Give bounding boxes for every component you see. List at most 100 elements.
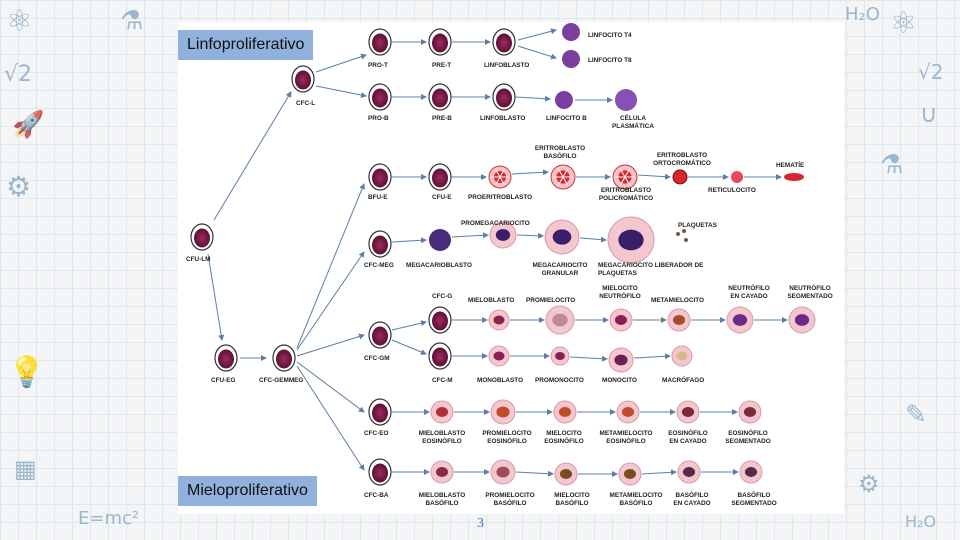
label-eritroblasto-ortocromatico: ERITROBLASTO ORTOCROMÁTICO	[653, 152, 711, 167]
cell-plaquetas	[676, 229, 688, 242]
label-pre-t: PRE-T	[432, 62, 452, 69]
cell-pre-b	[428, 83, 452, 111]
h2o-icon: H₂O	[845, 4, 880, 25]
label-celula-plasmatica: CÉLULA PLASMÁTICA	[612, 115, 654, 130]
mieloproliferativo-tag: Mieloproliferativo	[178, 476, 317, 506]
arrow	[391, 237, 427, 244]
arrow	[637, 173, 671, 180]
arrow	[511, 169, 549, 176]
label-megacariocito-granular: MEGACARIOCITO GRANULAR	[532, 262, 588, 277]
label-cfc-ba: CFC-BA	[364, 492, 389, 499]
label-cfc-g: CFC-G	[432, 293, 453, 300]
cell-pre-t	[428, 28, 452, 56]
label-mielocito-ba: MIELOCITO BASÓFILO	[554, 492, 590, 507]
cell-hematie	[784, 173, 804, 181]
cell-mieloblasto-ba	[430, 460, 454, 484]
label-promielocito-eo: PROMIELOCITO EOSINÓFILO	[482, 430, 532, 445]
arrow	[296, 333, 365, 357]
pencil-icon: ✎	[905, 400, 927, 430]
arrow	[296, 251, 365, 351]
cell-promielocito-ba	[490, 459, 516, 485]
label-cfc-gm: CFC-GM	[364, 355, 390, 362]
label-mieloblasto-eo: MIELOBLASTO EOSINÓFILO	[418, 430, 466, 445]
cell-metamielocito-eo	[616, 400, 640, 424]
flask-icon: ⚗	[120, 6, 144, 36]
label-mieloblasto-ba: MIELOBLASTO BASÓFILO	[418, 492, 466, 507]
formula-icon: E=mc²	[78, 508, 140, 529]
label-basofilo-cayado: BASÓFILO EN CAYADO	[673, 492, 711, 507]
label-cfc-eo: CFC-EO	[364, 430, 389, 437]
arrow	[641, 469, 677, 476]
label-cfc-m: CFC-M	[432, 377, 453, 384]
arrow	[213, 91, 292, 221]
gear-icon: ⚙	[6, 170, 32, 203]
cell-cfu-eg	[214, 344, 238, 372]
rocket-icon: 🚀	[12, 110, 45, 140]
cell-pro-t	[368, 28, 392, 56]
label-monocito: MONOCITO	[602, 377, 638, 384]
label-metamielocito: METAMIELOCITO	[651, 297, 705, 304]
cell-eritroblasto-policromatico	[612, 164, 638, 190]
label-cfc-meg: CFC-MEG	[364, 262, 394, 269]
cell-cfc-l	[291, 65, 315, 93]
cell-basofilo-segmentado	[739, 460, 763, 484]
label-cfu-eg: CFU-EG	[211, 377, 236, 384]
label-plaquetas: PLAQUETAS	[678, 222, 717, 229]
cell-eritroblasto-basofilo	[550, 164, 576, 190]
cell-megacarioblasto	[429, 229, 451, 251]
label-reticulocito: RETICULOCITO	[708, 187, 756, 194]
label-megacarioblasto: MEGACARIOBLASTO	[406, 262, 472, 269]
cell-eritroblasto-ortocromatico	[672, 169, 688, 185]
cell-reticulocito	[731, 171, 743, 183]
label-basofilo-segmentado: BASÓFILO SEGMENTADO	[731, 492, 777, 507]
cell-cfu-lm	[190, 223, 214, 251]
label-linfocito-t4: LINFOCITO T4	[588, 32, 632, 39]
magnet-icon: ∪	[920, 100, 938, 128]
label-proeritroblasto: PROERITROBLASTO	[468, 194, 533, 201]
label-neutrofilo-cayado: NEUTRÓFILO EN CAYADO	[728, 285, 770, 300]
cell-mieloblasto-eo	[430, 400, 454, 424]
label-macrofago: MACRÓFAGO	[662, 377, 705, 384]
label-metamielocito-eo: METAMIELOCITO EOSINÓFILO	[599, 430, 653, 445]
arrow	[515, 95, 551, 102]
diagram-graphics	[190, 23, 816, 486]
atom-icon: ⚛	[890, 6, 917, 41]
cell-promonocito	[550, 346, 570, 366]
arrow	[451, 232, 489, 239]
label-eritroblasto-policromatico: ERITROBLASTO POLICROMÁTICO	[598, 187, 654, 202]
cell-cfc-gemmeg	[272, 344, 296, 372]
label-pro-b: PRO-B	[368, 115, 389, 122]
lightbulb-icon: 💡	[8, 355, 46, 390]
cell-metamielocito	[667, 308, 691, 332]
cell-metamielocito-ba	[618, 462, 642, 486]
arrow	[315, 85, 367, 98]
cell-cfu-e	[428, 163, 452, 191]
cell-promielocito	[545, 305, 575, 335]
cell-mielocito-ba	[554, 462, 578, 486]
cell-linfoblasto-b	[492, 83, 516, 111]
arrow	[515, 470, 554, 477]
cell-linfocito-t4	[562, 23, 580, 41]
cell-mieloblasto	[488, 309, 510, 331]
arrow	[516, 232, 544, 239]
cell-linfocito-b	[555, 91, 573, 109]
label-bfu-e: BFU-E	[368, 194, 388, 201]
cell-cfc-meg	[368, 230, 392, 258]
cell-basofilo-cayado	[677, 460, 701, 484]
arrow	[633, 353, 671, 360]
label-cfu-lm: CFU-LM	[186, 256, 211, 263]
label-cfc-gemmeg: CFC-GEMMEG	[259, 377, 304, 384]
cell-linfoblasto-t	[492, 28, 516, 56]
cell-megacariocito-granular	[544, 219, 580, 255]
cell-mielocito-eo	[553, 400, 577, 424]
sqrt-icon: √2	[4, 62, 33, 87]
arrow	[207, 253, 225, 341]
label-metamielocito-ba: METAMIELOCITO BASÓFILO	[609, 492, 663, 507]
arrow	[517, 45, 557, 60]
arrow	[296, 183, 365, 349]
label-linfocito-b: LINFOCITO B	[546, 115, 587, 122]
cell-cfc-gm	[368, 321, 392, 349]
cell-cfc-g	[428, 306, 452, 334]
label-eosinofilo-segmentado: EOSINÓFILO SEGMENTADO	[725, 430, 771, 445]
arrow	[391, 320, 427, 331]
